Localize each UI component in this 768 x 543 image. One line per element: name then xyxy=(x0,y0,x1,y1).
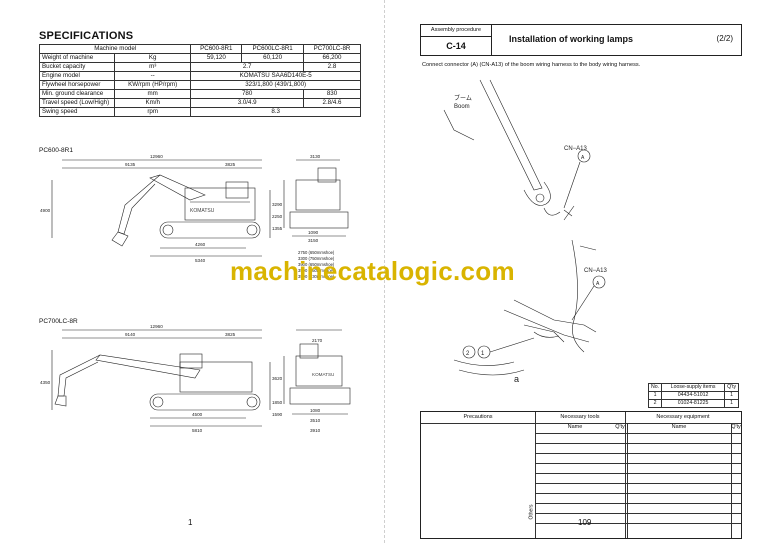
svg-text:12960: 12960 xyxy=(150,324,163,329)
others-label: Others xyxy=(528,504,535,520)
equipment-name-header: Name xyxy=(671,424,687,430)
table-row: 1 04434-51012 1 xyxy=(647,391,740,400)
procedure-code: C-14 xyxy=(446,41,466,51)
svg-text:3150: 3150 xyxy=(308,238,319,243)
procedure-page-of: (2/2) xyxy=(716,34,733,43)
svg-text:3510: 3510 xyxy=(310,418,321,423)
svg-text:3500 (750mmshoe): 3500 (750mmshoe) xyxy=(298,268,335,273)
right-page-number: 109 xyxy=(578,518,592,527)
svg-text:4260: 4260 xyxy=(195,242,206,247)
svg-text:3825: 3825 xyxy=(225,162,236,167)
svg-text:3825: 3825 xyxy=(225,332,236,337)
boom-label-jp: ブーム xyxy=(454,94,472,102)
track-width-table: 2750 (650mmshoe) 3300 (750mmshoe) 3900 (… xyxy=(298,250,335,279)
precautions-header: Precautions xyxy=(463,414,493,420)
spec-row: Weight of machine Kg 59,120 60,120 66,20… xyxy=(39,53,362,63)
spec-row: Swing speed rpm 8.3 xyxy=(39,107,361,117)
connector-label-mid: CN−A13 xyxy=(584,268,608,274)
svg-text:1355: 1355 xyxy=(272,226,283,231)
connector-label-top: CN−A13 xyxy=(564,146,588,152)
spec-header-row: Machine model PC600-8R1 PC600LC-8R1 PC70… xyxy=(38,44,362,54)
svg-text:5810: 5810 xyxy=(192,428,203,433)
spec-row: Min. ground clearance mm 780 830 xyxy=(39,89,362,99)
svg-text:9140: 9140 xyxy=(125,332,136,337)
svg-text:1080: 1080 xyxy=(310,408,321,413)
tools-name-header: Name xyxy=(567,424,583,430)
watermark-text: machinecatalogic.com xyxy=(230,256,515,286)
svg-text:5340: 5340 xyxy=(195,258,206,263)
svg-text:3300 (750mmshoe): 3300 (750mmshoe) xyxy=(298,256,335,261)
spec-row: Bucket capacity m³ 2.7 2.8 xyxy=(39,62,362,72)
loose-supply-items-table: No. Loose-supply items Q'ty 1 04434-5101… xyxy=(647,383,740,408)
svg-text:3910: 3910 xyxy=(310,428,321,433)
specifications-title: SPECIFICATIONS xyxy=(39,30,134,42)
svg-text:3130: 3130 xyxy=(310,154,321,159)
brand-text: KOMATSU xyxy=(190,208,215,214)
right-page xyxy=(384,0,768,543)
item-number-2: 2 xyxy=(466,351,470,357)
figure-label-pc700: PC700LC-8R xyxy=(39,318,78,325)
svg-text:4900: 4900 xyxy=(40,208,51,213)
svg-text:3290: 3290 xyxy=(272,202,283,207)
svg-text:4500: 4500 xyxy=(192,412,203,417)
svg-text:3620: 3620 xyxy=(272,376,283,381)
model-header-3: PC700LC-8R xyxy=(302,44,362,54)
svg-text:1090: 1090 xyxy=(308,230,319,235)
svg-text:2250: 2250 xyxy=(272,214,283,219)
svg-text:3500 (830mmshoe): 3500 (830mmshoe) xyxy=(298,274,335,279)
item-number-1: 1 xyxy=(481,351,485,357)
figure-label-pc600: PC600-8R1 xyxy=(39,147,73,154)
necessary-equipment-header: Necessary equipment xyxy=(656,414,710,420)
excavator-drawing-pc600: KOMATSU 12960 9135 3825 3130 4900 3290 2… xyxy=(40,154,349,279)
view-label-a: a xyxy=(514,374,519,384)
equipment-qty-header: Q'ty xyxy=(731,424,741,430)
specifications-table: Machine model PC600-8R1 PC600LC-8R1 PC70… xyxy=(38,44,362,117)
svg-text:1590: 1590 xyxy=(272,412,283,417)
excavator-drawing-pc700: KOMATSU 12960 9140 3825 2170 4350 3620 1… xyxy=(40,324,351,433)
spec-row: Engine model -- KOMATSU SAA6D140E-5 xyxy=(39,71,361,81)
table-row: 2 01024-81225 1 xyxy=(647,399,740,408)
brand-text: KOMATSU xyxy=(312,372,334,377)
instruction-text: Connect connector (A) (CN-A13) of the bo… xyxy=(422,62,641,68)
svg-text:4350: 4350 xyxy=(40,380,51,385)
boom-label-en: Boom xyxy=(454,104,470,110)
left-page-number: 1 xyxy=(188,518,193,527)
svg-text:2750 (650mmshoe): 2750 (650mmshoe) xyxy=(298,250,335,255)
machine-model-header: Machine model xyxy=(38,44,192,54)
svg-text:12960: 12960 xyxy=(150,154,163,159)
connector-a-mid: A xyxy=(596,281,600,287)
model-header-1: PC600-8R1 xyxy=(190,44,243,54)
svg-text:3900 (650mmshoe): 3900 (650mmshoe) xyxy=(298,262,335,267)
svg-text:9135: 9135 xyxy=(125,162,136,167)
installation-drawing: ブーム Boom CN−A13 A CN−A13 A 2 1 a xyxy=(443,79,608,384)
tools-qty-header: Q'ty xyxy=(615,424,625,430)
assembly-procedure-label: Assembly procedure xyxy=(421,25,491,37)
model-header-2: PC600LC-8R1 xyxy=(241,44,304,54)
necessary-tools-header: Necessary tools xyxy=(560,414,600,420)
procedure-title: Installation of working lamps xyxy=(509,34,634,44)
svg-text:2170: 2170 xyxy=(312,338,323,343)
spec-row: Travel speed (Low/High) Km/h 3.0/4.9 2.8… xyxy=(39,98,362,108)
connector-a-top: A xyxy=(581,155,585,161)
procedure-header: Assembly procedure C-14 Installation of … xyxy=(420,24,742,56)
requirements-table: Precautions Necessary tools Necessary eq… xyxy=(420,411,742,539)
svg-text:1850: 1850 xyxy=(272,400,283,405)
spec-row: Flywheel horsepower KW/rpm (HP/rpm) 323/… xyxy=(39,80,361,90)
